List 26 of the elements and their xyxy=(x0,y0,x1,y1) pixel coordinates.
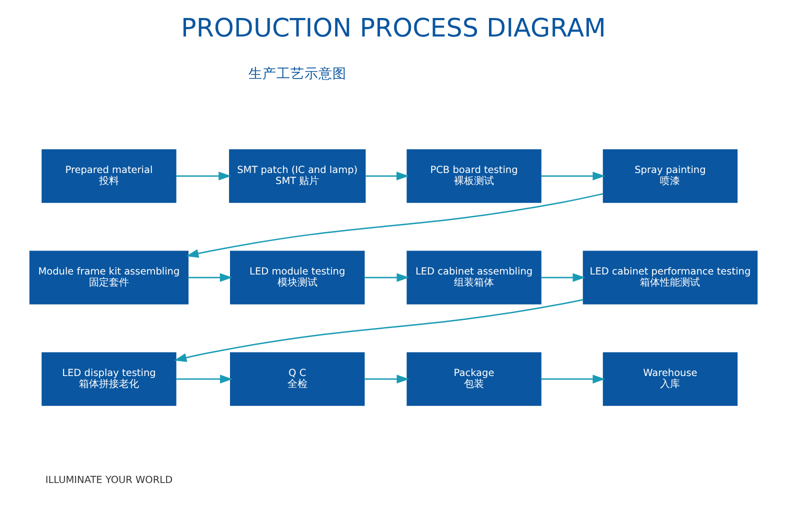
arrow xyxy=(174,299,584,362)
label: 生产工艺示意图 xyxy=(248,66,346,82)
node-box: Prepared material 投料 xyxy=(42,149,176,203)
arrow xyxy=(186,193,604,258)
node-box: LED module testing 模块测试 xyxy=(230,250,365,304)
arrow xyxy=(176,374,233,384)
arrow xyxy=(364,273,410,282)
diagram-title: PRODUCTION PROCESS DIAGRAM xyxy=(181,12,606,42)
label: ILLUMINATE YOUR WORLD xyxy=(45,475,173,486)
arrow xyxy=(541,273,586,282)
node-box: Package 包装 xyxy=(406,352,542,406)
node-box: LED display testing 箱体拼接老化 xyxy=(42,352,176,406)
node-box: Spray painting 喷漆 xyxy=(602,149,738,203)
node-box: Q C 全检 xyxy=(230,352,365,406)
node-box: Warehouse 入库 xyxy=(602,352,738,406)
arrow xyxy=(365,172,409,180)
arrow xyxy=(364,374,410,384)
arrow xyxy=(176,172,232,180)
arrow xyxy=(188,273,232,282)
node-box: Module frame kit assembling 固定套件 xyxy=(29,250,189,304)
node-box: LED cabinet assembling 组装箱体 xyxy=(406,250,542,304)
node-box: PCB board testing 裸板测试 xyxy=(406,149,542,203)
node-box: LED cabinet performance testing 箱体性能测试 xyxy=(582,250,758,304)
node-box: SMT patch (IC and lamp) SMT 贴片 xyxy=(229,149,366,203)
arrow xyxy=(541,374,606,384)
arrow xyxy=(541,172,606,180)
